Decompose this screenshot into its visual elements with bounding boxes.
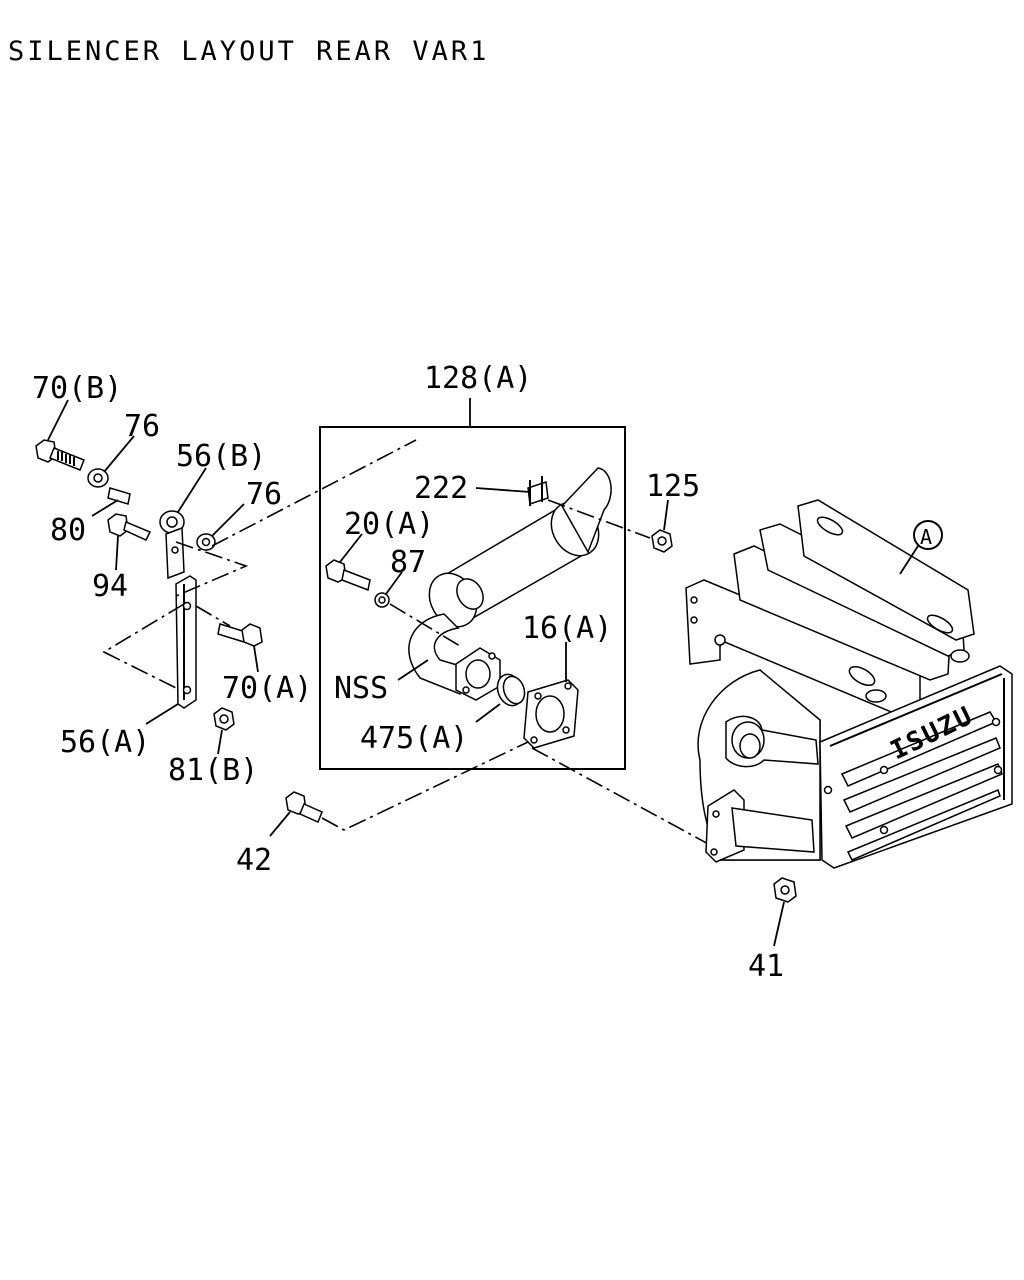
callout-76-left: 76	[124, 409, 160, 444]
callout-125: 125	[646, 469, 700, 504]
callout-128a: 128(A)	[424, 361, 532, 396]
clamp-222[interactable]	[527, 476, 549, 506]
bolt-70a[interactable]	[217, 623, 263, 647]
nut-81b[interactable]	[213, 707, 235, 731]
callout-56a: 56(A)	[60, 725, 150, 760]
washer-76-right[interactable]	[196, 533, 216, 551]
nut-87[interactable]	[374, 592, 390, 608]
gasket-16a[interactable]	[523, 679, 579, 749]
callout-76-right: 76	[246, 477, 282, 512]
nut-125[interactable]	[651, 529, 673, 553]
callout-475a: 475(A)	[360, 721, 468, 756]
callout-80: 80	[50, 513, 86, 548]
callout-42: 42	[236, 843, 272, 878]
callout-70b: 70(B)	[32, 371, 122, 406]
exhaust-assembly[interactable]	[685, 499, 1013, 869]
callout-nss: NSS	[334, 671, 388, 706]
upper-bracket-plate[interactable]	[165, 526, 185, 580]
callout-70a: 70(A)	[222, 671, 312, 706]
nut-41[interactable]	[773, 877, 797, 903]
washer-76-left[interactable]	[87, 468, 109, 488]
bracket-56a[interactable]	[175, 575, 197, 709]
callout-81b: 81(B)	[168, 753, 258, 788]
diagram-title: SILENCER LAYOUT REAR VAR1	[8, 36, 490, 67]
callout-41: 41	[748, 949, 784, 984]
callout-222: 222	[414, 471, 468, 506]
callout-94: 94	[92, 569, 128, 604]
bolt-94[interactable]	[107, 513, 152, 541]
bolt-70b[interactable]	[35, 439, 85, 471]
callout-20a: 20(A)	[344, 507, 434, 542]
bolt-42[interactable]	[285, 791, 323, 824]
bolt-20a[interactable]	[325, 559, 371, 592]
seal-ring-475a[interactable]	[493, 671, 528, 709]
callout-a: A	[920, 525, 932, 549]
pipe-flange[interactable]	[455, 647, 501, 701]
pin-80[interactable]	[107, 487, 131, 505]
callout-87: 87	[390, 545, 426, 580]
callout-56b: 56(B)	[176, 439, 266, 474]
callout-16a: 16(A)	[522, 611, 612, 646]
reference-a-marker	[899, 520, 943, 575]
